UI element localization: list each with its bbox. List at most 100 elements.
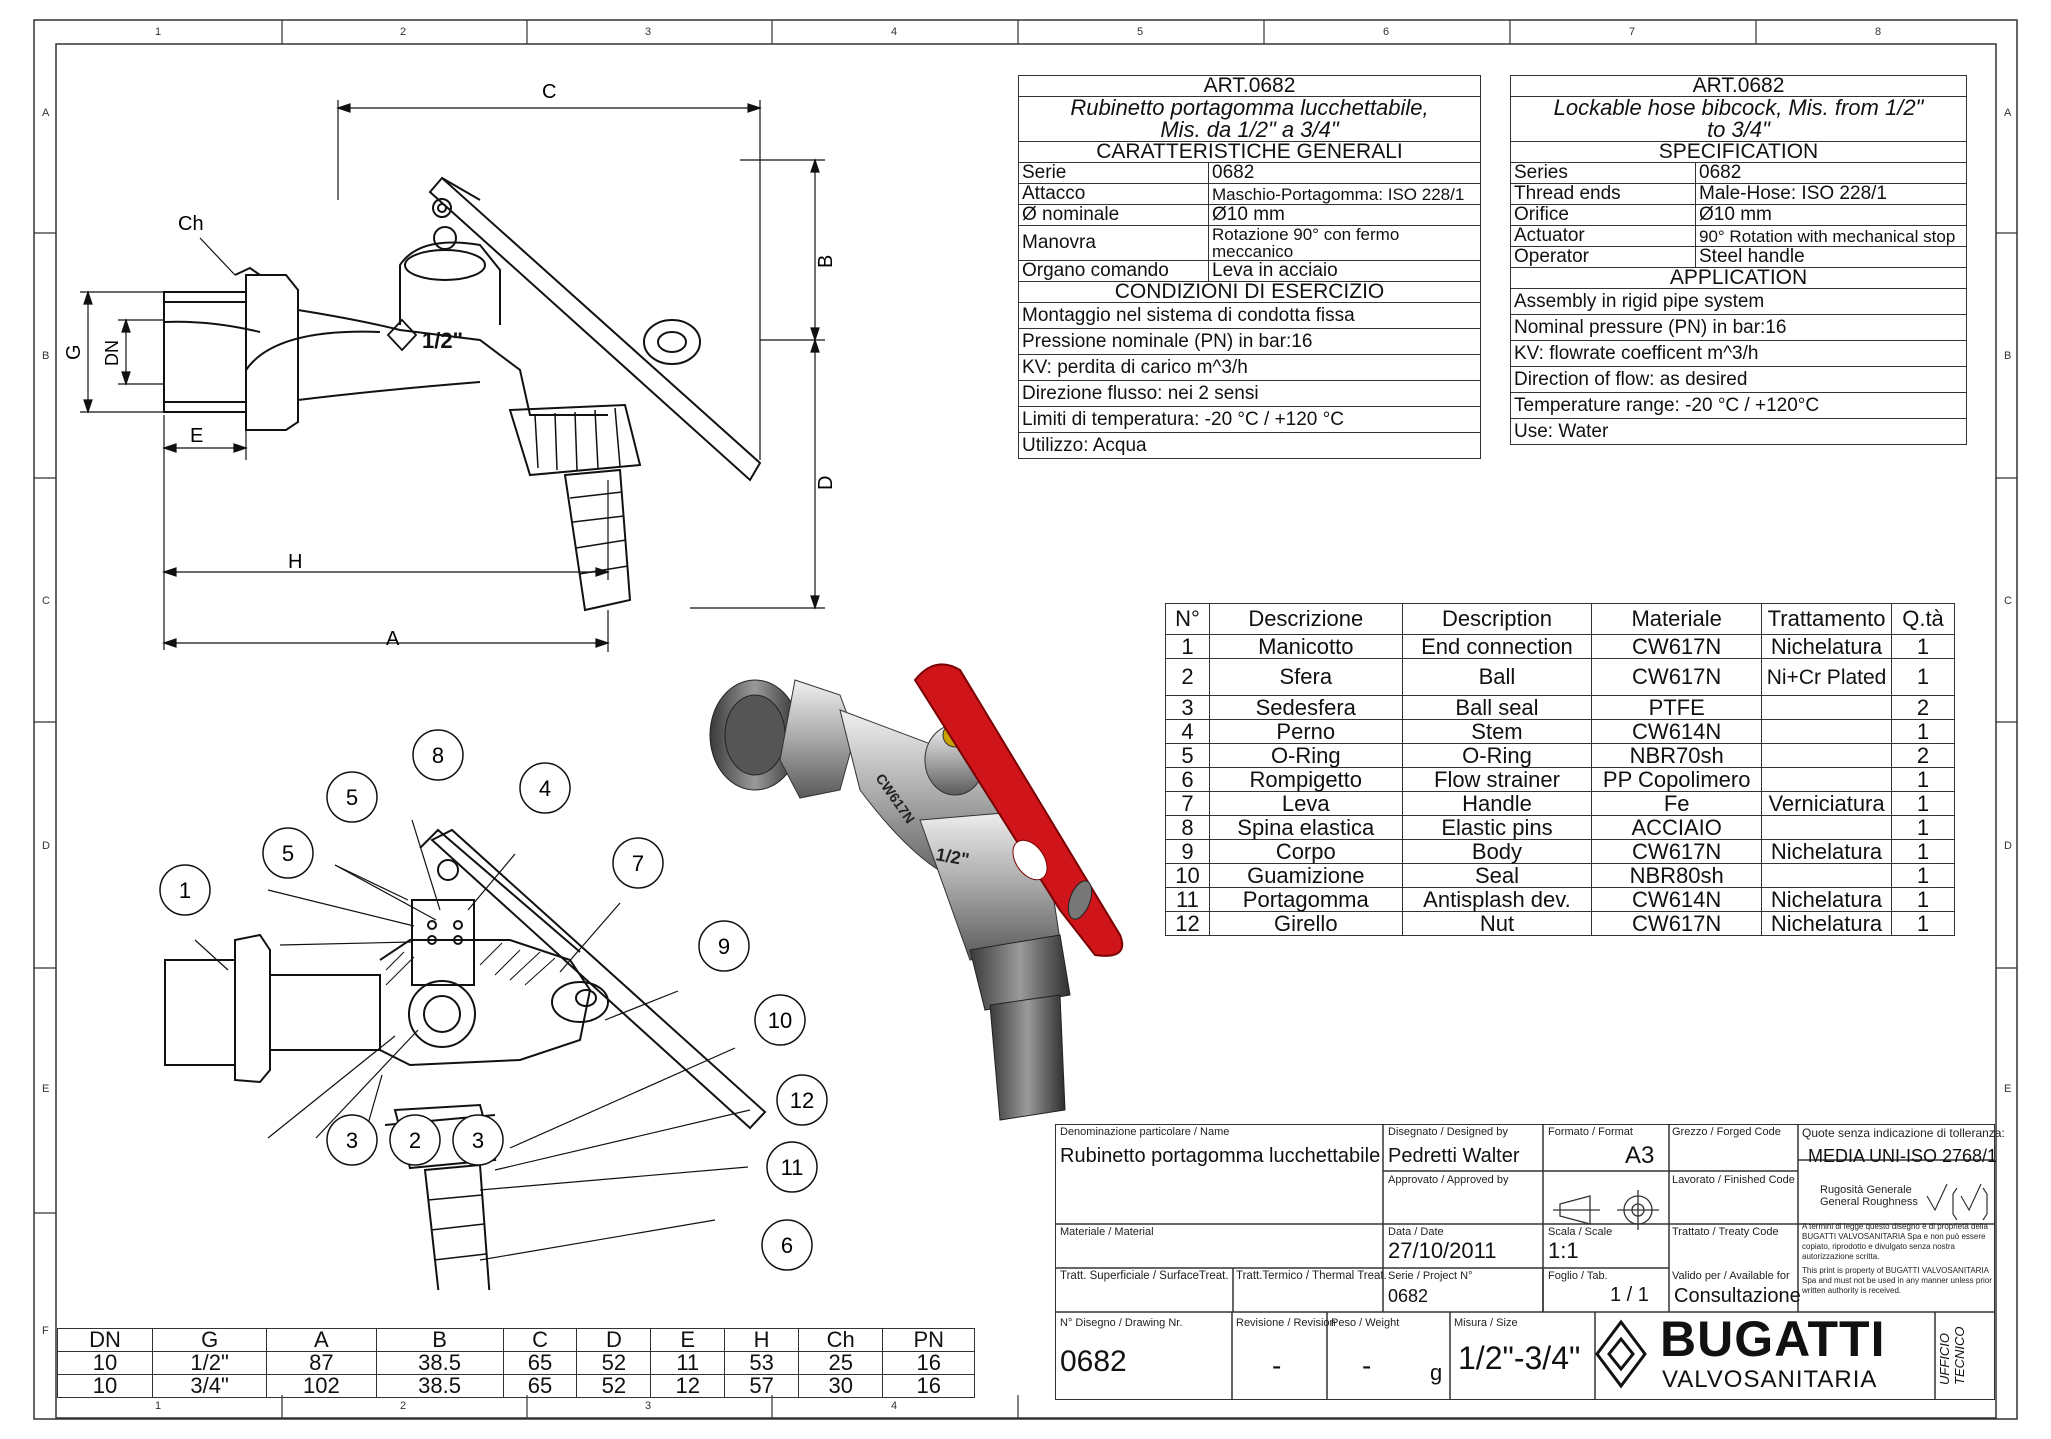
balloon-10: 10 (754, 994, 806, 1046)
tb-scale: 1:1 (1548, 1238, 1579, 1263)
spec-en-key: Actuator (1510, 225, 1696, 247)
dim-cell: 52 (576, 1374, 652, 1398)
bom-cell: 11 (1165, 887, 1210, 912)
brand-sub: VALVOSANITARIA (1662, 1366, 1878, 1393)
tb-drawing-nr: 0682 (1060, 1345, 1127, 1378)
bom-cell: Nichelatura (1761, 911, 1893, 936)
spec-en-application: Assembly in rigid pipe system (1510, 288, 1967, 315)
bom-cell: O-Ring (1401, 743, 1593, 768)
row-label-c: C (42, 595, 50, 607)
balloon-1: 1 (159, 864, 211, 916)
bom-cell: CW617N (1591, 911, 1763, 936)
balloon-9: 9 (698, 920, 750, 972)
row-label-c-right: C (2004, 595, 2012, 607)
tb-forged-label: Grezzo / Forged Code (1672, 1126, 1781, 1138)
bom-cell: 8 (1165, 815, 1210, 840)
bom-cell: Fe (1591, 791, 1763, 816)
dim-header-cell: A (266, 1328, 377, 1352)
bom-cell: 1 (1165, 634, 1210, 659)
spec-it-key: Ø nominale (1018, 204, 1209, 226)
row-label-d-right: D (2004, 840, 2012, 852)
bom-cell: Elastic pins (1401, 815, 1593, 840)
bom-cell: 1 (1891, 719, 1955, 744)
dim-cell: 16 (882, 1374, 975, 1398)
tb-date-label: Data / Date (1388, 1226, 1444, 1238)
col-label-7: 7 (1629, 26, 1636, 38)
tb-finished-label: Lavorato / Finished Code (1672, 1174, 1795, 1186)
brand-logo-text: BUGATTI (1660, 1311, 1886, 1367)
bom-cell: CW614N (1591, 719, 1763, 744)
dim-cell: 65 (502, 1351, 578, 1375)
balloon-12: 12 (776, 1074, 828, 1126)
tb-roughness-label-en: General Roughness (1820, 1196, 1918, 1208)
bom-cell: 12 (1165, 911, 1210, 936)
bom-cell: 3 (1165, 695, 1210, 720)
bom-cell: 7 (1165, 791, 1210, 816)
balloon-11: 11 (766, 1141, 818, 1193)
tb-designed: Pedretti Walter (1388, 1145, 1520, 1167)
bom-cell: Guamizione (1208, 863, 1403, 888)
spec-en-section1: SPECIFICATION (1510, 141, 1967, 163)
col-label-1: 1 (155, 26, 162, 38)
svg-text:8: 8 (432, 743, 444, 768)
dim-cell: 10 (56, 1374, 154, 1398)
spec-it-key: Attacco (1018, 183, 1209, 205)
bom-cell: CW617N (1591, 634, 1763, 659)
spec-it-title: Rubinetto portagomma lucchettabile,Mis. … (1018, 96, 1481, 142)
bom-cell: Rompigetto (1208, 767, 1403, 792)
spec-it-key: Serie (1018, 162, 1209, 184)
spec-table-english: ART.0682 Lockable hose bibcock, Mis. fro… (1510, 75, 1967, 445)
svg-text:10: 10 (768, 1008, 792, 1033)
bom-cell (1761, 863, 1893, 888)
bom-cell: Spina elastica (1208, 815, 1403, 840)
svg-text:12: 12 (790, 1088, 814, 1113)
tb-tolerance: MEDIA UNI-ISO 2768/1 (1808, 1146, 1998, 1166)
svg-text:6: 6 (781, 1233, 793, 1258)
title-block-grid (1055, 1124, 1995, 1400)
balloon-6: 6 (761, 1219, 813, 1271)
spec-it-value: 0682 (1208, 162, 1481, 184)
dim-header-cell: C (502, 1328, 578, 1352)
svg-text:5: 5 (282, 841, 294, 866)
bom-cell: PTFE (1591, 695, 1763, 720)
dim-cell: 102 (266, 1374, 377, 1398)
bom-cell: 10 (1165, 863, 1210, 888)
bom-cell: PP Copolimero (1591, 767, 1763, 792)
spec-en-application: Nominal pressure (PN) in bar:16 (1510, 314, 1967, 341)
dim-header-cell: D (576, 1328, 652, 1352)
balloon-5: 5 (326, 771, 378, 823)
bom-cell: 6 (1165, 767, 1210, 792)
spec-en-application: Direction of flow: as desired (1510, 366, 1967, 393)
bom-cell: CW617N (1591, 839, 1763, 864)
bottom-col-label-1: 1 (155, 1400, 162, 1412)
bom-cell: 1 (1891, 658, 1955, 696)
bom-cell: Ni+Cr Plated (1761, 658, 1893, 696)
bom-cell: Sfera (1208, 658, 1403, 696)
dim-cell: 53 (724, 1351, 800, 1375)
tb-tolerance-label: Quote senza indicazione di tolleranza: (1802, 1126, 2005, 1140)
dim-header-cell: E (650, 1328, 726, 1352)
balloon-3: 3 (452, 1114, 504, 1166)
spec-en-section2: APPLICATION (1510, 267, 1967, 289)
dim-label-e: E (190, 425, 203, 447)
spec-it-value: Leva in acciaio (1208, 260, 1481, 282)
balloon-4: 4 (519, 762, 571, 814)
bom-cell: Nichelatura (1761, 839, 1893, 864)
balloon-8: 8 (412, 729, 464, 781)
dim-cell: 11 (650, 1351, 726, 1375)
tb-revision: - (1272, 1350, 1282, 1381)
spec-en-value: Steel handle (1695, 246, 1967, 268)
row-label-f: F (42, 1325, 49, 1337)
spec-it-section1: CARATTERISTICHE GENERALI (1018, 141, 1481, 163)
bom-cell: Nichelatura (1761, 887, 1893, 912)
dim-cell: 65 (502, 1374, 578, 1398)
dim-header-cell: Ch (798, 1328, 884, 1352)
bom-cell: Verniciatura (1761, 791, 1893, 816)
dim-cell: 12 (650, 1374, 726, 1398)
spec-table-italian: ART.0682 Rubinetto portagomma lucchettab… (1018, 75, 1481, 459)
tb-roughness-label: Rugosità Generale (1820, 1184, 1912, 1196)
bom-cell: 1 (1891, 911, 1955, 936)
tb-name: Rubinetto portagomma lucchettabile (1060, 1145, 1381, 1167)
bom-cell (1761, 719, 1893, 744)
